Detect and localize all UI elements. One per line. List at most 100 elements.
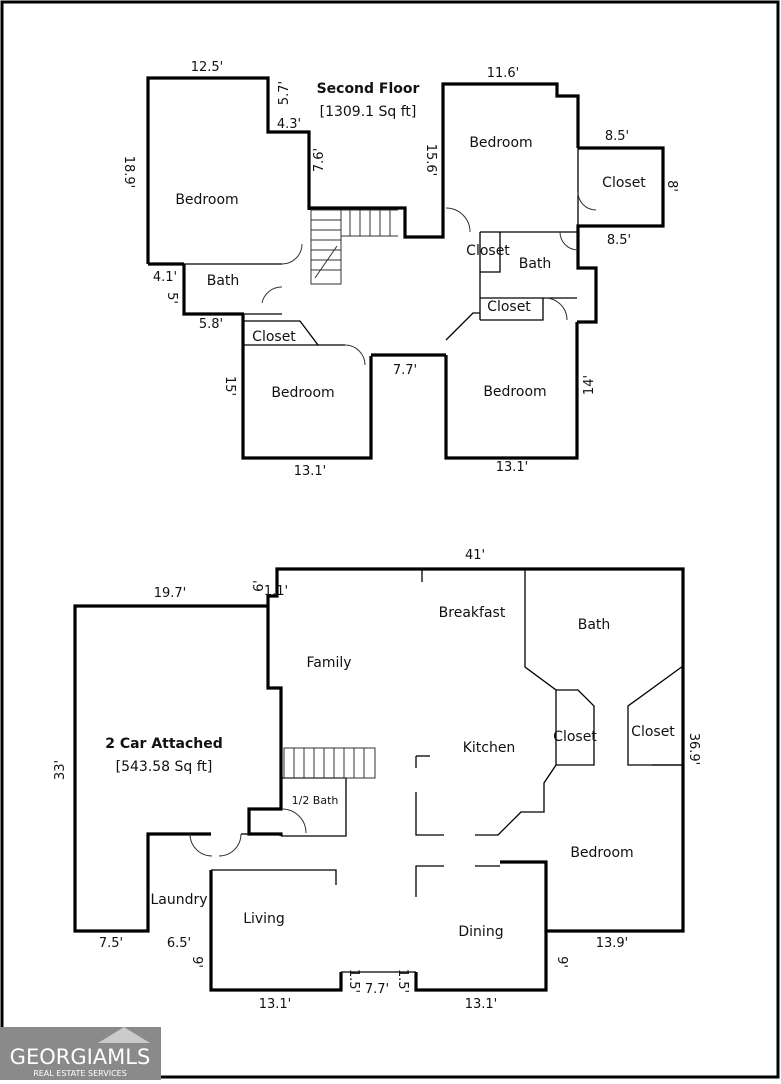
wall-second-ne (309, 82, 580, 239)
door-arc-half-bath (281, 808, 307, 834)
dim-b77: 7.7' (365, 982, 389, 997)
room-closet-a: Closet (553, 729, 597, 745)
second-floor-plan: Second Floor [1309.1 Sq ft] Bedroom Bedr… (121, 60, 679, 479)
dim-bottom-65: 6.5' (167, 936, 191, 951)
dim-right-369: 36.9' (686, 733, 701, 766)
dim-small-6: 6' (252, 580, 267, 592)
room-closet-center: Closet (466, 243, 510, 259)
room-bedroom-sw: Bedroom (271, 385, 334, 401)
dim-top-41: 41' (465, 548, 485, 563)
room-closet-west: Closet (252, 329, 296, 345)
dim-58: 5.8' (199, 317, 223, 332)
dim-15: 15' (222, 376, 237, 396)
closet-a-outline (556, 689, 595, 766)
room-bedroom-se: Bedroom (483, 384, 546, 400)
room-dining: Dining (458, 924, 503, 940)
room-bath: Bath (578, 617, 611, 633)
dim-5: 5' (164, 292, 179, 304)
dim-b15b: 1.5' (395, 969, 410, 993)
wall-second-se (444, 322, 579, 460)
wall-ne-closet (576, 146, 665, 324)
dim-notch-43: 4.3' (277, 117, 301, 132)
dim-v-76: 7.6' (312, 148, 327, 172)
first-floor-plan: Breakfast Bath Family Kitchen Closet Clo… (53, 548, 701, 1012)
room-closet-lower: Closet (487, 299, 531, 315)
dim-14: 14' (582, 375, 597, 395)
house-roof-icon (98, 1027, 150, 1043)
dim-garage-top: 19.7' (154, 586, 187, 601)
wall-garage (73, 604, 268, 933)
door-arc-laundry-2 (218, 833, 242, 857)
dim-left-189: 18.9' (121, 156, 136, 189)
door-arc-7 (544, 297, 568, 321)
wall-living-top (211, 869, 337, 885)
room-family: Family (306, 655, 351, 671)
dim-bottom-se: 13.1' (496, 460, 529, 475)
dim-bottom-75: 7.5' (99, 936, 123, 951)
dim-closet-bottom: 8.5' (607, 233, 631, 248)
stairs-first (283, 747, 376, 779)
second-floor-title: Second Floor (317, 81, 420, 97)
stairs-second (310, 209, 398, 285)
georgiamls-logo: GEORGIAMLS REAL ESTATE SERVICES (0, 1027, 161, 1080)
wall-second-w2 (182, 264, 244, 316)
door-arc-2 (261, 286, 283, 304)
wall-second-sw (241, 314, 373, 460)
dim-top-nw: 12.5' (191, 60, 224, 75)
wall-se-angle (445, 312, 480, 341)
room-bath-center: Bath (519, 256, 552, 272)
dim-41: 4.1' (153, 270, 177, 285)
dim-closet-side: 8' (664, 180, 679, 192)
dim-closet-top: 8.5' (605, 129, 629, 144)
door-arc-6 (559, 231, 579, 251)
dim-bottom-sw: 13.1' (294, 464, 327, 479)
dim-top-ne: 11.6' (487, 66, 520, 81)
wall-main-west (247, 606, 283, 836)
dim-77: 7.7' (393, 363, 417, 378)
wall-second-nw (146, 76, 311, 264)
logo-sub-text: REAL ESTATE SERVICES (33, 1069, 127, 1078)
wall-living (209, 870, 343, 992)
garage-title: 2 Car Attached (105, 736, 223, 752)
door-arc-laundry-1 (189, 833, 213, 857)
dim-small-11: 1.1' (264, 584, 288, 599)
dim-v-9b: 9' (554, 956, 569, 968)
dim-bottom-131a: 13.1' (259, 997, 292, 1012)
partition-bath (475, 569, 557, 836)
room-kitchen: Kitchen (463, 740, 516, 756)
dim-left-33: 33' (53, 760, 68, 780)
room-laundry: Laundry (150, 892, 207, 908)
room-breakfast: Breakfast (439, 605, 506, 621)
door-arc-1 (281, 243, 303, 265)
closet-center-outline (480, 232, 501, 273)
door-arc-3 (344, 344, 366, 366)
closet-west-outline (243, 320, 320, 346)
dim-b15a: 1.5' (346, 969, 361, 993)
wall-main-outer (266, 567, 685, 933)
dim-notch-57: 5.7' (277, 81, 292, 105)
wall-dining (414, 931, 548, 992)
dim-v-156: 15.6' (423, 144, 438, 177)
room-closet-ne: Closet (602, 175, 646, 191)
room-closet-b: Closet (631, 724, 675, 740)
room-half-bath: 1/2 Bath (292, 794, 339, 807)
second-floor-area: [1309.1 Sq ft] (320, 104, 417, 120)
door-arc-4 (445, 207, 471, 233)
closet-lower-outline (480, 298, 544, 321)
dim-bottom-131b: 13.1' (465, 997, 498, 1012)
closet-b-outline (627, 665, 684, 766)
garage-area: [543.58 Sq ft] (116, 759, 213, 775)
room-bedroom-nw: Bedroom (175, 192, 238, 208)
room-bedroom-ne: Bedroom (469, 135, 532, 151)
dim-v-9a: 9' (189, 956, 204, 968)
door-arc-5 (577, 191, 597, 211)
room-living: Living (243, 911, 285, 927)
half-bath-outline (281, 777, 347, 837)
dining-mark-1 (415, 865, 444, 897)
logo-main-text: GEORGIAMLS (10, 1045, 151, 1069)
room-bath-west: Bath (207, 273, 240, 289)
room-bedroom: Bedroom (570, 845, 633, 861)
